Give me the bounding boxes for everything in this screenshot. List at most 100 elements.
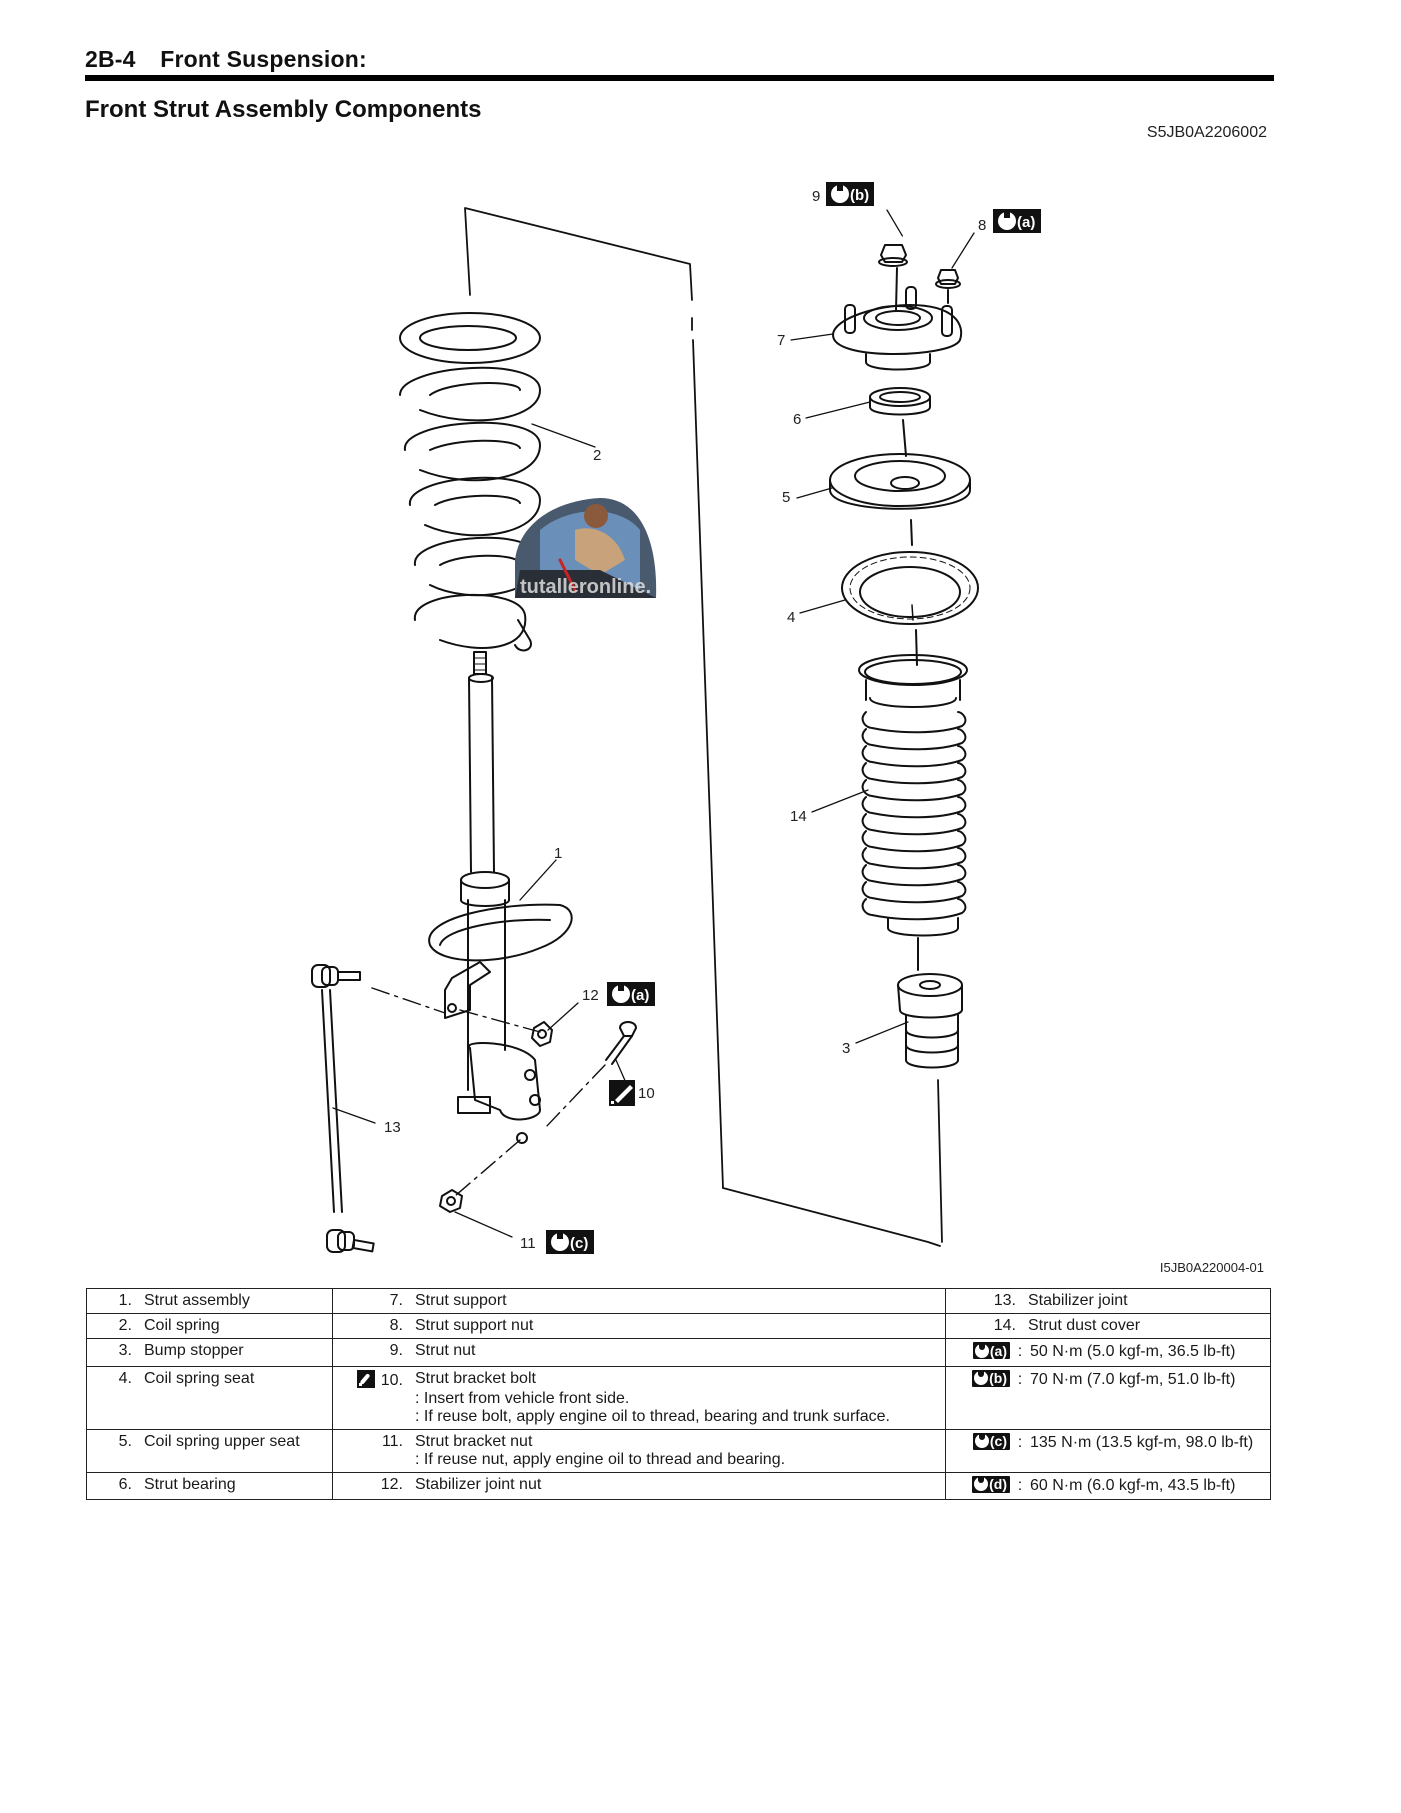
engine-oil-icon [356,1369,375,1388]
callout-5: 5 [782,489,790,506]
torque-tag: (b) [989,1370,1007,1386]
bellows-rib [861,728,967,751]
legend-cell: 14. Strut dust cover [945,1313,1271,1339]
torque-wrench-icon: (d) [972,1475,1010,1493]
legend-cell: 12. Stabilizer joint nut [332,1471,946,1500]
assembly-outline [464,207,943,1247]
legend-cell: 9.Strut nut [332,1338,946,1367]
coil-spring-seat-4 [841,551,979,666]
item-label: Strut bracket nut [415,1432,533,1450]
torque-tag-b: (b) [850,187,869,204]
fasteners [439,1021,637,1213]
torque-value: 135 N·m (13.5 kgf-m, 98.0 lb-ft) [1030,1433,1254,1451]
item-number-text: 12. [380,1475,403,1493]
item-note: : Insert from vehicle front side. [415,1389,630,1407]
callout-7: 7 [777,332,785,349]
separator: : [1017,1370,1023,1388]
legend-cell: (b):70 N·m (7.0 kgf-m, 51.0 lb-ft) [945,1365,1271,1430]
torque-value: 50 N·m (5.0 kgf-m, 36.5 lb-ft) [1030,1343,1236,1361]
item-number: 13. [993,1292,1016,1309]
callout-13: 13 [384,1119,401,1136]
item-number: 5. [118,1432,132,1450]
item-number: 12. [333,1476,403,1494]
item-number-text: 7. [389,1292,403,1309]
legend-cell: (a):50 N·m (5.0 kgf-m, 36.5 lb-ft) [945,1338,1271,1367]
page-header: 2B-4 Front Suspension: [85,46,367,73]
item-label: Strut bearing [144,1475,236,1493]
bellows-rib [861,745,967,768]
legend-row: 5. Coil spring upper seat 11. Strut bracket… [86,1428,1271,1473]
callout-2: 2 [593,447,601,464]
item-label: Strut dust cover [1028,1317,1141,1334]
bellows-rib [861,864,967,887]
callout-9: 9 [812,188,820,205]
header-rule [85,75,1274,81]
item-number-text: 8. [389,1317,403,1334]
torque-tag: (c) [989,1433,1007,1449]
callout-3: 3 [842,1040,850,1057]
bump-stopper-3 [897,937,963,1069]
separator: : [1017,1433,1023,1451]
torque-value: 60 N·m (6.0 kgf-m, 43.5 lb-ft) [1030,1476,1236,1494]
item-number: 1. [118,1292,132,1309]
item-note: : If reuse nut, apply engine oil to thre… [415,1450,786,1468]
item-number: 8. [333,1317,403,1335]
strut-support-nut-8 [935,269,961,304]
torque-badge-12: (a) [607,982,655,1006]
legend-cell: 10.Strut bracket bolt: Insert from vehic… [332,1365,946,1430]
legend-cell: 7. Strut support [332,1288,946,1314]
engine-oil-icon [609,1080,635,1106]
item-label: Stabilizer joint nut [415,1475,542,1493]
item-label: Coil spring seat [144,1369,255,1387]
bellows-rib [861,762,967,785]
torque-badge-9: (b) [826,182,874,206]
legend-row: 6.Strut bearing 12. Stabilizer joint nut (d… [86,1471,1271,1500]
item-label: Coil spring upper seat [144,1432,300,1450]
section-title: Front Suspension: [160,46,367,72]
bellows-rib [861,830,967,853]
legend-cell: 1. Strut assembly [86,1288,333,1314]
callout-labels: 2 1 12 10 11 13 9 8 7 6 5 4 14 3 [384,188,986,1252]
item-label: Stabilizer joint [1028,1292,1128,1309]
item-label: Strut support [415,1292,507,1309]
item-label: Strut support nut [415,1317,534,1334]
callout-4: 4 [787,609,795,626]
legend-cell: 8. Strut support nut [332,1313,946,1339]
watermark-text: tutalleronline. [520,576,651,598]
bellows-rib [861,898,967,921]
strut-bearing-6 [869,387,931,457]
bellows-rib [861,796,967,819]
item-label: Strut bracket bolt [415,1369,536,1387]
item-number: 3. [118,1342,132,1359]
watermark-photo: tutalleronline. [515,498,657,598]
bellows-base [887,917,959,937]
item-number-text: 11. [381,1432,403,1450]
torque-tag-c: (c) [570,1235,588,1252]
legend-row: 1. Strut assembly 7. Strut support 13. Stabil… [86,1288,1271,1314]
item-label: Strut nut [415,1342,476,1359]
torque-badge-11: (c) [546,1230,594,1254]
torque-badge-8: (a) [993,209,1041,233]
legend-cell: 11. Strut bracket nut: If reuse nut, appl… [332,1428,946,1473]
item-note: : If reuse bolt, apply engine oil to thr… [415,1407,890,1425]
callout-6: 6 [793,411,801,428]
legend-cell: 2.Coil spring [86,1313,333,1339]
item-number: 14. [993,1317,1016,1334]
callout-8: 8 [978,217,986,234]
strut-nut-9 [878,244,908,311]
exploded-diagram: tutalleronline. [311,182,1041,1254]
legend-cell: 6.Strut bearing [86,1471,333,1500]
bellows-ribs [861,711,967,937]
item-label: Strut assembly [144,1292,250,1309]
torque-spec: (a):50 N·m (5.0 kgf-m, 36.5 lb-ft) [946,1342,1270,1363]
legend-cell: 3.Bump stopper [86,1338,333,1367]
torque-value: 70 N·m (7.0 kgf-m, 51.0 lb-ft) [1030,1370,1236,1388]
torque-tag-a: (a) [1017,214,1035,231]
section-code: 2B-4 [85,46,136,72]
bellows-rib [861,881,967,904]
torque-wrench-icon: (b) [972,1369,1010,1387]
torque-tag: (d) [989,1476,1007,1492]
stabilizer-joint [311,964,375,1253]
